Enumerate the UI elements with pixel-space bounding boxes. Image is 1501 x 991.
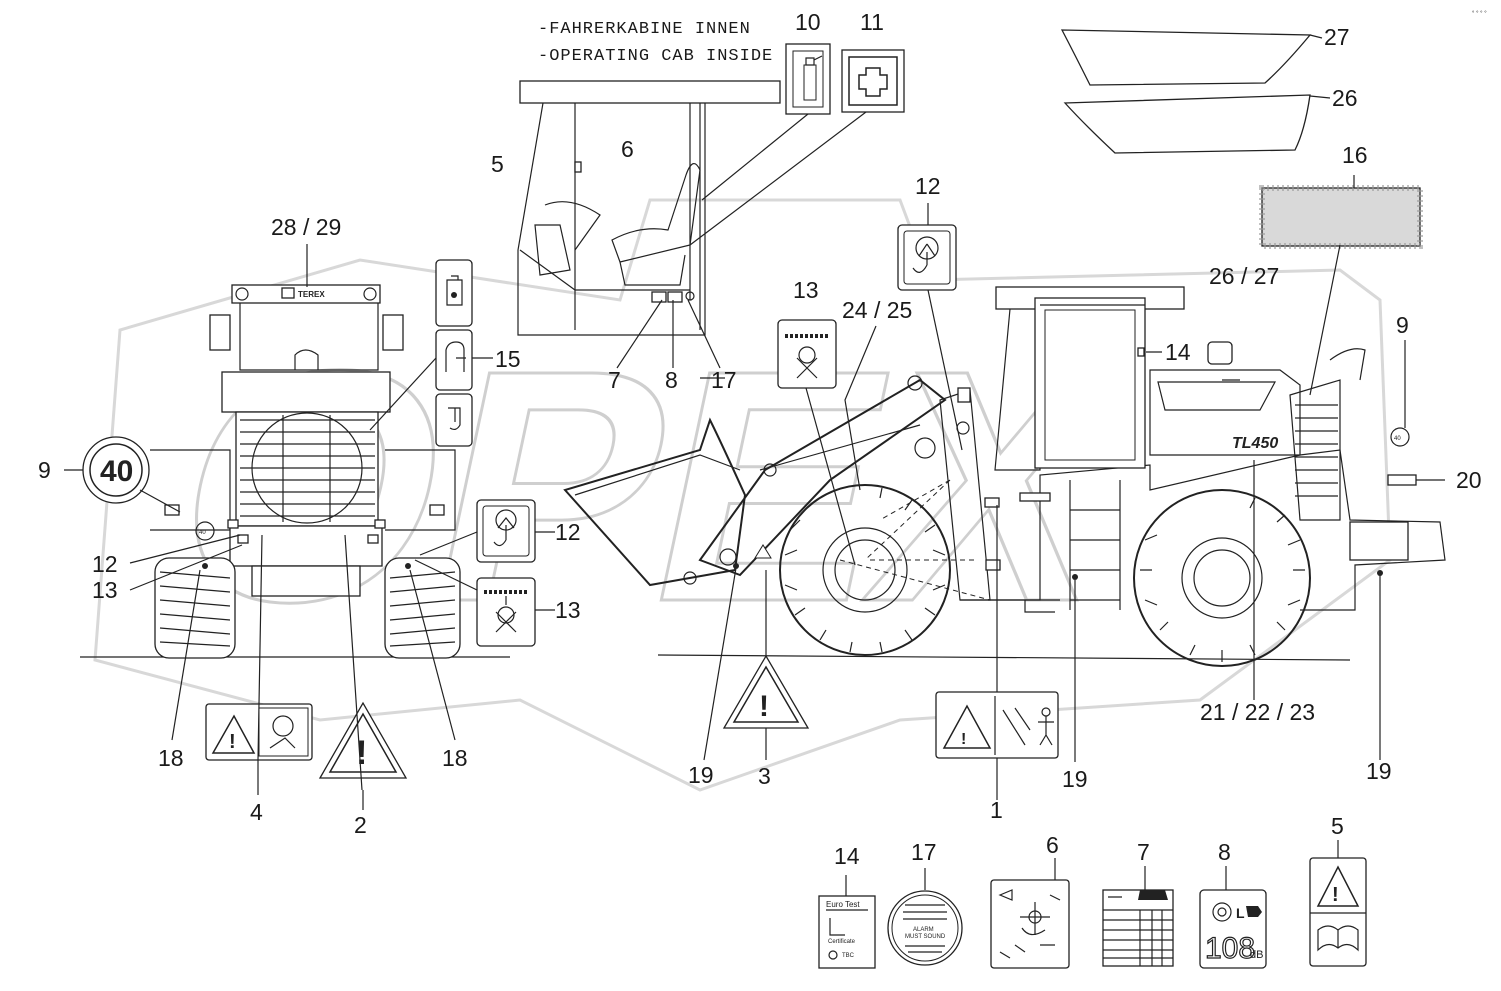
side-view-loader: TL450 40 [563,286,1446,667]
label-11: 11 [860,9,884,35]
corner-mark: ° ° ° ° [1472,11,1487,17]
label-27: 27 [1324,24,1350,50]
noise-prefix: L [1236,905,1245,921]
label-6: 6 [621,136,634,162]
front-right-tire [384,557,461,659]
label-8b: 8 [1218,839,1231,865]
label-4: 4 [250,799,263,825]
cab-inside-view [517,80,781,336]
label-12b: 12 [555,519,581,545]
label-19c: 19 [1366,758,1392,784]
header-line-2: -OPERATING CAB INSIDE [538,47,773,66]
decal-7-table [1102,889,1174,967]
label-18a: 18 [158,745,184,771]
label-2: 2 [354,812,367,838]
label-1: 1 [990,797,1003,823]
decal-12-side-hook [897,224,957,291]
label-5: 5 [491,151,504,177]
label-28-29: 28 / 29 [271,214,341,240]
cab-decal-5-spot [574,161,582,173]
noise-unit: dB [1250,949,1263,961]
side-front-tire [779,484,951,656]
decal-15-stack [435,259,473,447]
decal-6-controls [990,879,1070,969]
decal-first-aid [841,49,905,113]
label-13c: 13 [92,577,118,603]
label-26-27: 26 / 27 [1209,263,1279,289]
svg-text:!: ! [759,690,769,723]
label-10: 10 [795,9,821,35]
decal-12-front-hook [476,499,536,563]
label-20: 20 [1456,467,1482,493]
front-radiator-grille [240,412,375,524]
decal-16-texture-panel [1259,185,1423,249]
svg-text:!: ! [1332,884,1339,906]
svg-text:!: ! [961,731,966,748]
label-9: 9 [38,457,51,483]
alarm-line2: MUST SOUND [905,934,946,940]
label-7: 7 [608,367,621,393]
header-line-1: -FAHRERKABINE INNEN [538,20,751,39]
label-19a: 19 [688,762,714,788]
label-8: 8 [665,367,678,393]
label-16: 16 [1342,142,1368,168]
decal-1-warning-crush: ! [935,691,1059,759]
decal-14-eurotest: Euro Test Certificate TBC [818,895,876,969]
label-24-25: 24 / 25 [842,297,912,323]
side-model-badge: TL450 [1232,435,1278,452]
label-12a: 12 [915,173,941,199]
label-17b: 17 [911,839,937,865]
side-rear-tire [1133,489,1311,667]
label-5b: 5 [1331,813,1344,839]
front-speed-small: 40 [199,530,206,536]
eurotest-mark: TBC [842,953,855,959]
label-6b: 6 [1046,832,1059,858]
decal-2-warning-triangle: ! [318,701,408,779]
eurotest-footer: Certificate [828,939,856,945]
decal-17-alarm: ALARM MUST SOUND [887,890,963,966]
label-13b: 13 [555,597,581,623]
eurotest-title: Euro Test [826,900,860,909]
label-19b: 19 [1062,766,1088,792]
label-17: 17 [711,367,737,393]
label-13a: 13 [793,277,819,303]
label-3: 3 [758,763,771,789]
decal-13-front-tiedown [476,577,536,647]
callout-labels: 1 2 3 4 5 5 6 6 7 7 8 8 9 9 10 11 12 12 … [38,9,1482,869]
label-14: 14 [1165,339,1191,365]
decal-13-side-tiedown [777,319,837,389]
decal-27-strip [1060,29,1312,86]
label-14b: 14 [834,843,860,869]
side-speed-small: 40 [1394,436,1401,442]
svg-text:!: ! [229,731,236,753]
svg-text:!: ! [356,734,367,772]
alarm-line1: ALARM [913,927,934,933]
decal-26-strip [1063,94,1311,154]
label-7b: 7 [1137,839,1150,865]
label-21-22-23: 21 / 22 / 23 [1200,699,1315,725]
speed-limit-sign: 40 [82,436,150,504]
label-9b: 9 [1396,312,1409,338]
decal-5-manual: ! [1309,857,1367,967]
front-view-loader: TEREX 40 [80,284,510,659]
decal-8-noise: L 108 dB [1199,889,1267,969]
noise-value: 108 [1205,932,1255,965]
decal-fire-extinguisher [785,43,831,115]
label-15: 15 [495,346,521,372]
speed-limit-value: 40 [100,455,133,488]
front-brand-badge: TEREX [298,290,325,299]
label-26: 26 [1332,85,1358,111]
front-left-tire [154,557,236,659]
label-12c: 12 [92,551,118,577]
label-18b: 18 [442,745,468,771]
